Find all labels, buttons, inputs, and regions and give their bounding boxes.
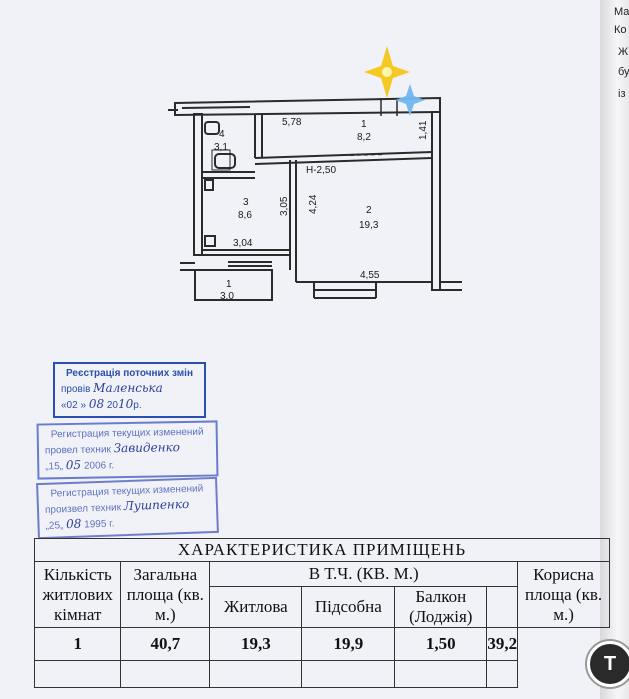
room4-area: 3,1 [214,142,228,153]
cell-useful-area: 39,2 [486,627,519,661]
stamp-registration-2010: Реєстрація поточних змін провів Маленськ… [53,362,206,418]
sparkle-icon [364,46,410,98]
dim-height: Н-2,50 [306,165,336,176]
header-living: Житлова [209,586,303,628]
room3-area: 8,6 [238,210,252,221]
stamp-registration-1995: Регистрация текущих изменений произвел т… [36,476,219,540]
stamp-signature: Завиденко [113,440,181,456]
premises-characteristics-table: ХАРАКТЕРИСТИКА ПРИМІЩЕНЬ Кількість житло… [33,538,610,688]
room4-number: 4 [219,129,225,140]
stamp-signature: Лушпенко [123,496,190,514]
table-title: ХАРАКТЕРИСТИКА ПРИМІЩЕНЬ [34,538,610,562]
dim-141: 1,41 [418,120,429,140]
stamp-line2: «02 » 08 2010р. [61,397,142,411]
dim-top: 5,78 [282,117,302,128]
header-including: В Т.Ч. (КВ. М.) [209,561,519,587]
cell-balcony: 1,50 [394,627,488,661]
room2-area: 19,3 [359,220,379,231]
stamp-title: Реєстрація поточних змін [66,368,193,379]
table-row: 1 40,7 19,3 19,9 1,50 39,2 [33,627,610,661]
balcony-number: 1 [226,279,232,290]
dim-304: 3,04 [233,238,253,249]
room1-number: 1 [361,119,367,130]
cell-auxiliary: 19,9 [301,627,396,661]
stamp-registration-2006: Регистрация текущих изменений провел тех… [36,420,219,480]
stamp-title: Регистрация текущих изменений [50,426,204,441]
translate-icon[interactable]: T [587,641,629,687]
edge-text-2: Ко [614,24,627,36]
header-auxiliary: Підсобна [301,586,396,628]
stamp-line2: „15„ 05 2006 г. [45,457,115,473]
balcony-area: 3,0 [220,291,234,302]
stamp-signature: Маленська [93,381,163,395]
header-rooms: Кількість житлових кімнат [33,561,122,628]
room1-area: 8,2 [357,132,371,143]
dim-305: 3,05 [279,196,290,216]
dim-455: 4,55 [360,270,380,281]
stamp-line1: провів Маленська [61,381,163,395]
edge-text-4: бу [618,66,629,78]
table-row-empty [33,660,610,688]
cell-living: 19,3 [209,627,303,661]
header-useful-area: Корисна площа (кв. м.) [517,561,610,628]
cell-rooms: 1 [33,627,122,661]
header-total-area: Загальна площа (кв. м.) [120,561,211,628]
edge-text-1: Ма [614,6,629,18]
edge-text-5: із [618,88,626,100]
room2-number: 2 [366,205,372,216]
cell-total-area: 40,7 [120,627,211,661]
edge-text-3: Ж [618,46,629,58]
room3-number: 3 [243,197,249,208]
header-balcony: Балкон (Лоджія) [394,586,488,628]
dim-424: 4,24 [308,194,319,214]
sparkle-small-icon [395,84,425,116]
